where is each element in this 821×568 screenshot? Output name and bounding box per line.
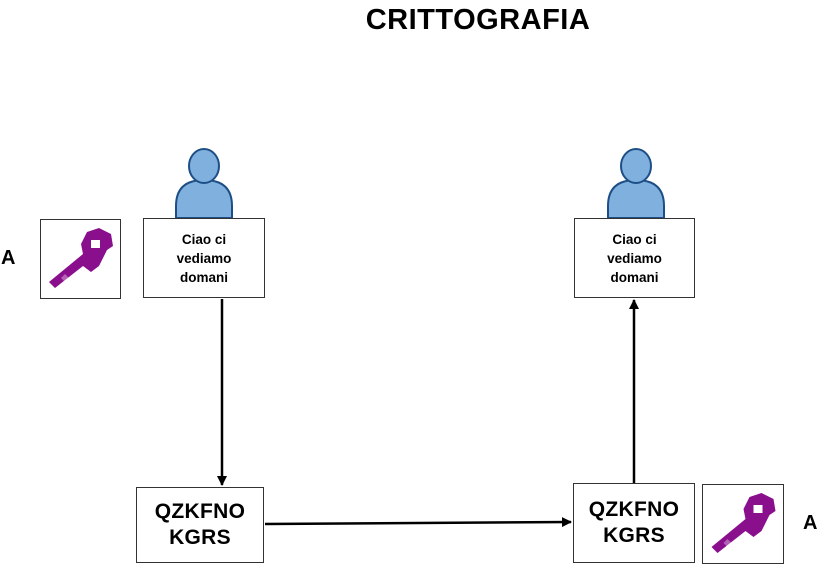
receiver-key-box (702, 484, 784, 564)
receiver-message-box: Ciao ci vediamo domani (574, 218, 695, 298)
key-icon (711, 493, 776, 553)
receiver-person-icon (605, 146, 667, 225)
receiver-label: A (803, 512, 818, 534)
ciphertext-line: KGRS (169, 526, 231, 549)
ciphertext-line: KGRS (603, 524, 665, 547)
message-line: domani (610, 269, 659, 285)
message-line: vediamo (176, 250, 232, 266)
sender-message-box: Ciao ci vediamo domani (143, 218, 265, 298)
message-line: Ciao ci (612, 231, 657, 247)
sender-key-box (40, 219, 121, 299)
message-line: domani (179, 269, 228, 285)
sender-person-icon (173, 146, 235, 225)
message-line: vediamo (607, 250, 662, 266)
ciphertext-line: QZKFNO (154, 500, 246, 523)
arrow-transmit-right (264, 517, 572, 528)
sender-label: A (1, 247, 16, 269)
message-line: Ciao ci (181, 231, 227, 247)
ciphertext-box-left: QZKFNO KGRS (136, 487, 264, 563)
diagram-title: CRITTOGRAFIA (365, 4, 591, 36)
ciphertext-box-right: QZKFNO KGRS (573, 483, 695, 563)
key-icon (49, 228, 113, 288)
ciphertext-line: QZKFNO (588, 498, 680, 521)
